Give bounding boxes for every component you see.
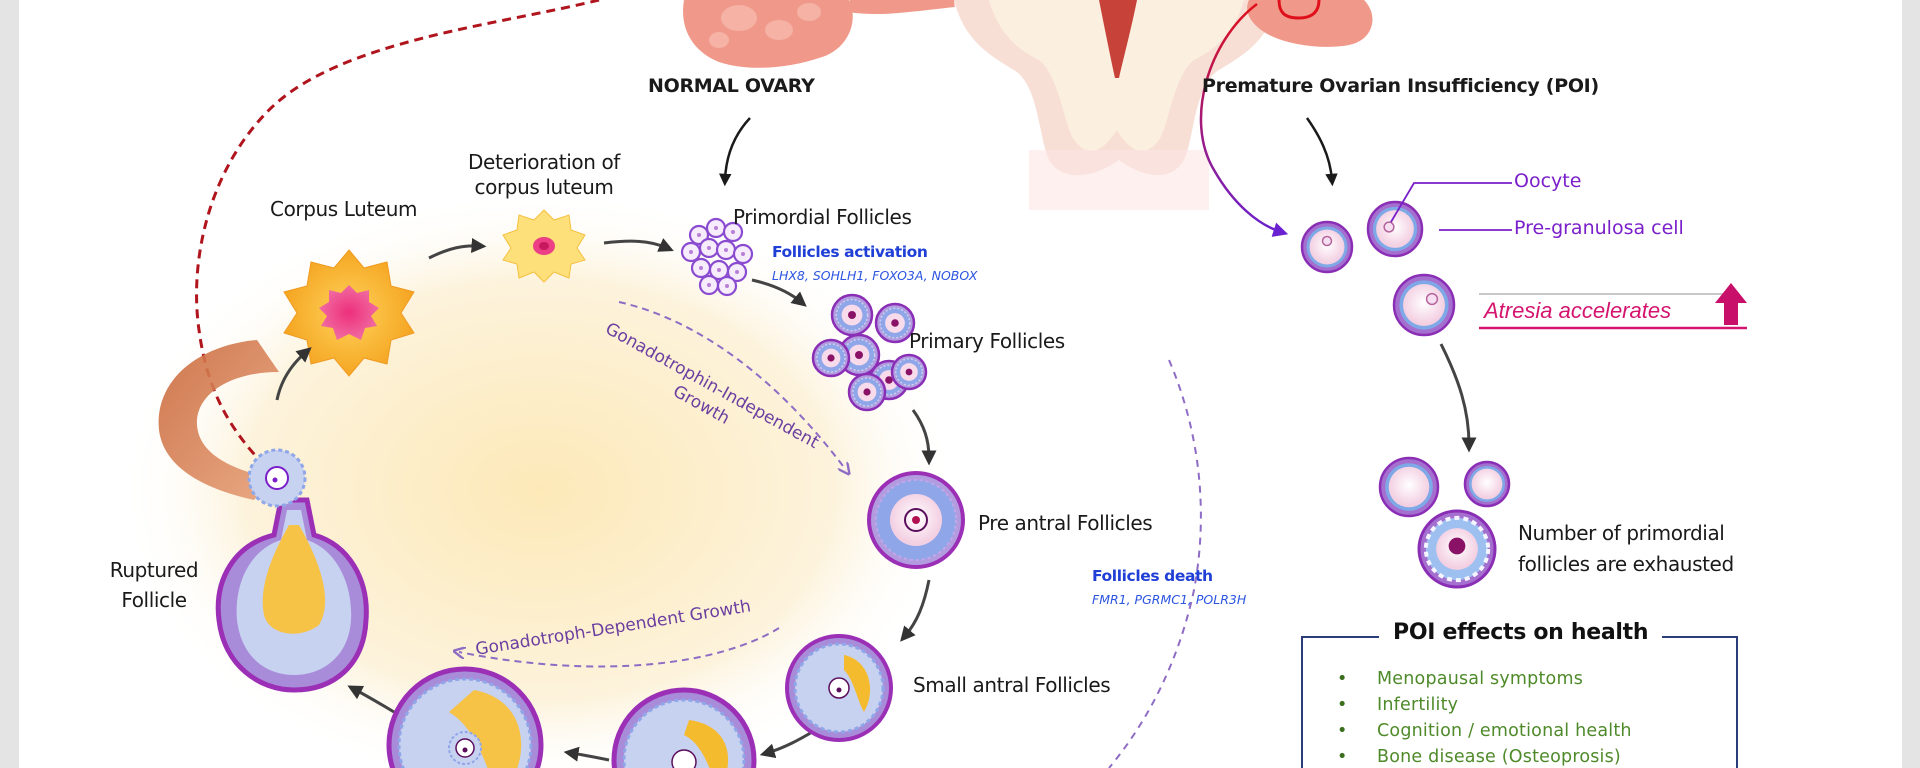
fallopian-fimbria-illustration — [158, 340, 279, 500]
cycle-arrow-antral-to-large — [563, 746, 610, 762]
primary-follicle — [847, 372, 887, 412]
ruptured-follicle-illustration — [215, 448, 369, 693]
antral-follicle-illustration — [611, 687, 757, 768]
poi-effect-item: •Cognition / emotional health — [1337, 721, 1632, 741]
preantral-follicle-illustration — [867, 471, 965, 569]
primary-follicle — [874, 302, 916, 344]
small-antral-follicles-label: Small antral Follicles — [913, 673, 1111, 697]
poi-effect-item: •Infertility — [1337, 695, 1459, 715]
large-antral-follicle-illustration — [386, 666, 544, 768]
primordial-follicle — [698, 237, 720, 259]
poi-follicle — [1463, 460, 1511, 508]
primordial-follicle — [716, 275, 738, 297]
oocyte-leader-line — [1390, 182, 1512, 223]
cycle-arrow-preantral-to-smallantral — [900, 579, 931, 642]
follicles-death-genes: FMR1, PGRMC1, POLR3H — [1092, 592, 1247, 607]
follicles-death-title: Follicles death — [1092, 567, 1213, 585]
normal-ovary-illustration — [683, 0, 955, 68]
primary-follicle — [830, 293, 874, 337]
exhausted-label: Number of primordial follicles are exhau… — [1518, 518, 1734, 580]
poi-effect-text: Cognition / emotional health — [1377, 721, 1632, 741]
poi-heading-arrow — [1305, 117, 1338, 187]
corpus-luteum-label: Corpus Luteum — [270, 197, 418, 221]
poi-follicle — [1300, 220, 1354, 274]
poi-follicle — [1366, 200, 1424, 258]
poi-heading: Premature Ovarian Insufficiency (POI) — [1202, 75, 1599, 97]
cycle-arrow-deterioration-to-primordial — [603, 238, 674, 252]
primary-follicles-label: Primary Follicles — [909, 329, 1065, 353]
primordial-follicle — [715, 239, 737, 261]
ruptured-label-line1: Ruptured — [109, 558, 199, 582]
poi-follicle — [1378, 456, 1440, 518]
normal-ovary-heading: NORMAL OVARY — [648, 75, 815, 97]
exhausted-label-line1: Number of primordial — [1518, 521, 1725, 545]
cycle-arrow-large-to-ruptured — [347, 685, 395, 714]
primordial-follicle — [680, 241, 702, 263]
follicles-activation-title: Follicles activation — [772, 243, 928, 261]
corpus-luteum-illustration — [283, 249, 415, 377]
deterioration-label-line1: Deterioration of — [468, 150, 620, 174]
deterioration-label: Deterioration of corpus luteum — [459, 150, 629, 200]
primordial-follicle — [726, 261, 748, 283]
diagram-artwork — [119, 0, 1747, 768]
pre-granulosa-label: Pre-granulosa cell — [1514, 217, 1684, 239]
deteriorating-corpus-luteum-illustration — [502, 209, 586, 283]
follicles-activation-genes: LHX8, SOHLH1, FOXO3A, NOBOX — [772, 268, 978, 283]
poi-atresia-arrow — [1439, 343, 1477, 453]
preantral-follicles-label: Pre antral Follicles — [978, 511, 1153, 535]
primordial-follicles-label: Primordial Follicles — [733, 205, 912, 229]
atresia-up-arrow-icon — [1715, 283, 1747, 325]
primordial-follicle — [690, 257, 712, 279]
poi-effect-text: Bone disease (Osteoprosis) — [1377, 747, 1621, 767]
primordial-follicle — [722, 221, 744, 243]
independent-growth-arc — [618, 301, 846, 470]
poi-effects-title: POI effects on health — [1379, 620, 1663, 645]
normal-ovary-arrow — [719, 117, 751, 187]
primordial-follicle — [705, 217, 727, 239]
primordial-follicle — [732, 243, 754, 265]
poi-follicle — [1392, 273, 1456, 337]
primordial-follicles-cluster — [680, 217, 754, 297]
atresia-accelerates-label: Atresia accelerates — [1484, 298, 1672, 323]
poi-effect-item: •Menopausal symptoms — [1337, 669, 1584, 689]
primary-follicles-cluster — [811, 293, 928, 412]
small-antral-follicle-illustration — [785, 634, 893, 742]
poi-follicle-secondary — [1417, 509, 1497, 589]
oocyte-label: Oocyte — [1514, 170, 1582, 192]
deterioration-label-line2: corpus luteum — [474, 175, 614, 199]
ruptured-label-line2: Follicle — [121, 588, 187, 612]
exhausted-label-line2: follicles are exhausted — [1518, 552, 1734, 576]
follicle-death-arc — [1108, 359, 1202, 768]
poi-follicles-exhausted — [1378, 456, 1511, 589]
primary-follicle — [811, 338, 851, 378]
poi-arrow — [1199, 3, 1289, 237]
primordial-follicle — [688, 224, 710, 246]
primordial-follicle — [698, 274, 720, 296]
poi-effect-item: •Bone disease (Osteoprosis) — [1337, 747, 1621, 767]
cycle-arrow-ruptured-to-cl — [275, 347, 312, 401]
dependent-growth-arc — [459, 627, 780, 668]
primary-follicle — [890, 353, 928, 391]
cycle-arrow-cl-to-deterioration — [428, 238, 487, 260]
uterus-illustration — [954, 0, 1279, 210]
poi-effects-list: •Menopausal symptoms •Infertility •Cogni… — [1337, 666, 1632, 768]
ruptured-follicle-label: Ruptured Follicle — [99, 555, 209, 615]
cycle-arrow-primordial-to-primary — [751, 278, 807, 307]
diagram-canvas: NORMAL OVARY Premature Ovarian Insuffici… — [19, 0, 1902, 768]
poi-effect-text: Infertility — [1377, 695, 1459, 715]
poi-follicles-top — [1300, 200, 1456, 337]
poi-effect-text: Menopausal symptoms — [1377, 669, 1584, 689]
cycle-arrow-primary-to-preantral — [911, 409, 937, 466]
poi-ovary-illustration — [1247, 0, 1373, 47]
